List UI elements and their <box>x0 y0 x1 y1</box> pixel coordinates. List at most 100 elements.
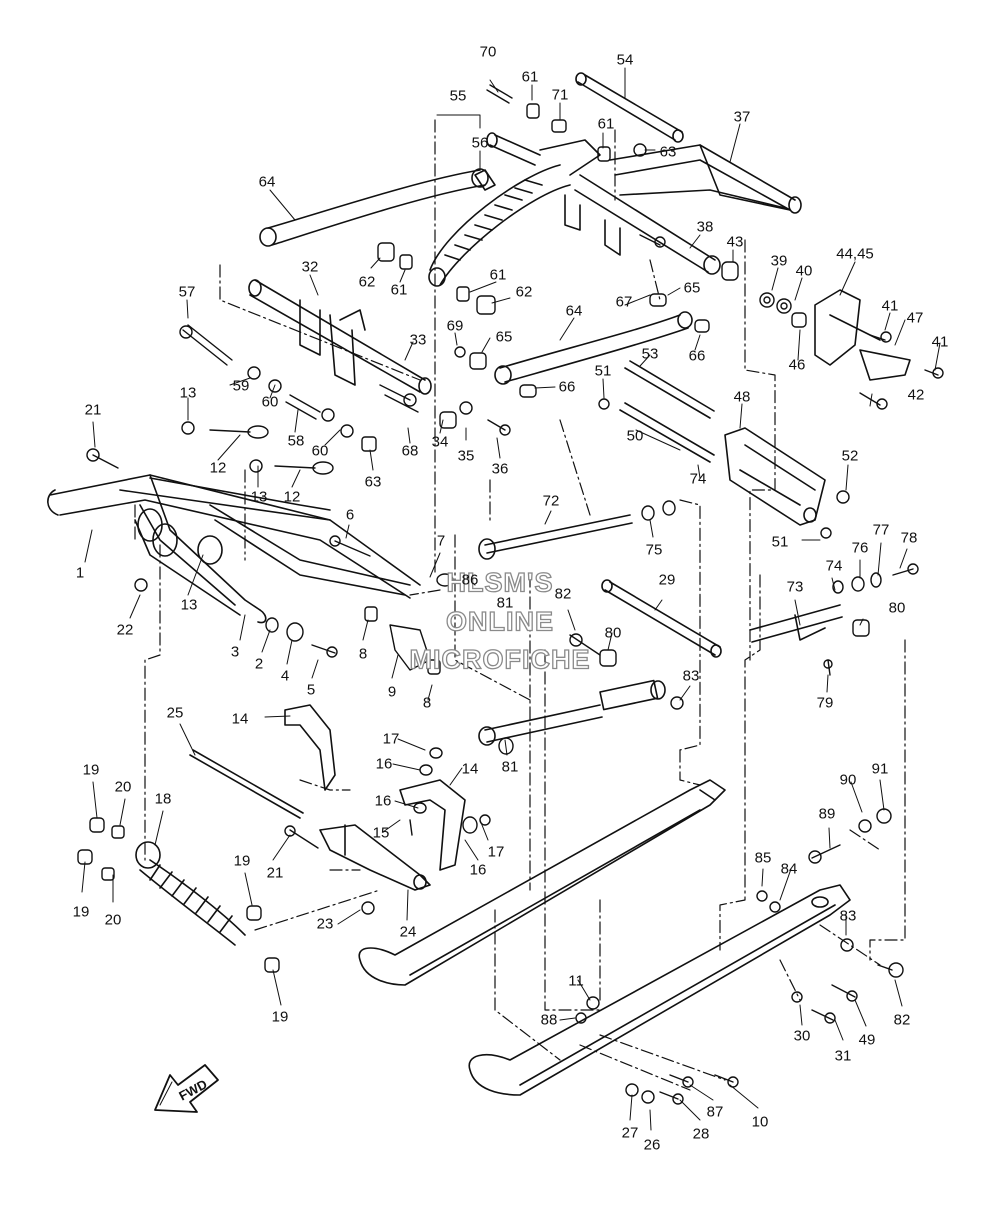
callout-74[interactable]: 74 <box>689 470 707 488</box>
callout-61[interactable]: 61 <box>390 281 408 299</box>
callout-38[interactable]: 38 <box>696 218 714 236</box>
callout-60[interactable]: 60 <box>311 442 329 460</box>
callout-59[interactable]: 59 <box>232 377 250 395</box>
callout-40[interactable]: 40 <box>795 262 813 280</box>
callout-19[interactable]: 19 <box>233 852 251 870</box>
callout-64[interactable]: 64 <box>565 302 583 320</box>
callout-19[interactable]: 19 <box>72 903 90 921</box>
callout-30[interactable]: 30 <box>793 1027 811 1045</box>
callout-20[interactable]: 20 <box>114 778 132 796</box>
callout-58[interactable]: 58 <box>287 432 305 450</box>
callout-27[interactable]: 27 <box>621 1124 639 1142</box>
callout-41[interactable]: 41 <box>931 333 949 351</box>
callout-80[interactable]: 80 <box>604 624 622 642</box>
callout-87[interactable]: 87 <box>706 1103 724 1121</box>
callout-4[interactable]: 4 <box>280 667 290 685</box>
callout-12[interactable]: 12 <box>283 488 301 506</box>
callout-28[interactable]: 28 <box>692 1125 710 1143</box>
callout-63[interactable]: 63 <box>364 473 382 491</box>
callout-37[interactable]: 37 <box>733 108 751 126</box>
callout-32[interactable]: 32 <box>301 258 319 276</box>
callout-20[interactable]: 20 <box>104 911 122 929</box>
callout-9[interactable]: 9 <box>387 683 397 701</box>
callout-51[interactable]: 51 <box>771 533 789 551</box>
callout-16[interactable]: 16 <box>469 861 487 879</box>
callout-77[interactable]: 77 <box>872 521 890 539</box>
callout-52[interactable]: 52 <box>841 447 859 465</box>
callout-43[interactable]: 43 <box>726 233 744 251</box>
callout-33[interactable]: 33 <box>409 331 427 349</box>
callout-44-45[interactable]: 44,45 <box>836 245 874 263</box>
callout-70[interactable]: 70 <box>479 43 497 61</box>
callout-72[interactable]: 72 <box>542 492 560 510</box>
callout-51[interactable]: 51 <box>594 362 612 380</box>
callout-61[interactable]: 61 <box>521 68 539 86</box>
callout-49[interactable]: 49 <box>858 1031 876 1049</box>
callout-91[interactable]: 91 <box>871 760 889 778</box>
callout-34[interactable]: 34 <box>431 433 449 451</box>
callout-7[interactable]: 7 <box>436 532 446 550</box>
callout-57[interactable]: 57 <box>178 283 196 301</box>
callout-73[interactable]: 73 <box>786 578 804 596</box>
callout-82[interactable]: 82 <box>893 1011 911 1029</box>
callout-54[interactable]: 54 <box>616 51 634 69</box>
callout-83[interactable]: 83 <box>682 667 700 685</box>
callout-65[interactable]: 65 <box>683 279 701 297</box>
callout-75[interactable]: 75 <box>645 541 663 559</box>
callout-5[interactable]: 5 <box>306 681 316 699</box>
callout-12[interactable]: 12 <box>209 459 227 477</box>
callout-16[interactable]: 16 <box>375 755 393 773</box>
callout-25[interactable]: 25 <box>166 704 184 722</box>
callout-84[interactable]: 84 <box>780 860 798 878</box>
callout-2[interactable]: 2 <box>254 655 264 673</box>
callout-86[interactable]: 86 <box>461 571 479 589</box>
callout-21[interactable]: 21 <box>84 401 102 419</box>
callout-36[interactable]: 36 <box>491 460 509 478</box>
callout-39[interactable]: 39 <box>770 252 788 270</box>
callout-62[interactable]: 62 <box>515 283 533 301</box>
callout-13[interactable]: 13 <box>250 488 268 506</box>
callout-62[interactable]: 62 <box>358 273 376 291</box>
callout-50[interactable]: 50 <box>626 427 644 445</box>
callout-19[interactable]: 19 <box>82 761 100 779</box>
callout-89[interactable]: 89 <box>818 805 836 823</box>
callout-6[interactable]: 6 <box>345 506 355 524</box>
callout-81[interactable]: 81 <box>496 594 514 612</box>
callout-1[interactable]: 1 <box>75 564 85 582</box>
callout-10[interactable]: 10 <box>751 1113 769 1131</box>
callout-80[interactable]: 80 <box>888 599 906 617</box>
callout-46[interactable]: 46 <box>788 356 806 374</box>
callout-18[interactable]: 18 <box>154 790 172 808</box>
callout-15[interactable]: 15 <box>372 824 390 842</box>
callout-63[interactable]: 63 <box>659 143 677 161</box>
callout-68[interactable]: 68 <box>401 442 419 460</box>
callout-31[interactable]: 31 <box>834 1047 852 1065</box>
callout-42[interactable]: 42 <box>907 386 925 404</box>
callout-61[interactable]: 61 <box>489 266 507 284</box>
callout-13[interactable]: 13 <box>179 384 197 402</box>
callout-88[interactable]: 88 <box>540 1011 558 1029</box>
callout-8[interactable]: 8 <box>358 645 368 663</box>
callout-22[interactable]: 22 <box>116 621 134 639</box>
callout-35[interactable]: 35 <box>457 447 475 465</box>
callout-3[interactable]: 3 <box>230 643 240 661</box>
callout-82[interactable]: 82 <box>554 585 572 603</box>
callout-48[interactable]: 48 <box>733 388 751 406</box>
callout-74[interactable]: 74 <box>825 557 843 575</box>
callout-24[interactable]: 24 <box>399 923 417 941</box>
callout-66[interactable]: 66 <box>558 378 576 396</box>
callout-11[interactable]: 11 <box>568 972 584 990</box>
callout-71[interactable]: 71 <box>551 86 569 104</box>
callout-13[interactable]: 13 <box>180 596 198 614</box>
callout-19[interactable]: 19 <box>271 1008 289 1026</box>
callout-56[interactable]: 56 <box>471 134 489 152</box>
callout-64[interactable]: 64 <box>258 173 276 191</box>
callout-26[interactable]: 26 <box>643 1136 661 1154</box>
callout-17[interactable]: 17 <box>487 843 505 861</box>
callout-90[interactable]: 90 <box>839 771 857 789</box>
callout-67[interactable]: 67 <box>615 293 633 311</box>
callout-66[interactable]: 66 <box>688 347 706 365</box>
callout-14[interactable]: 14 <box>231 710 249 728</box>
callout-8[interactable]: 8 <box>422 694 432 712</box>
callout-29[interactable]: 29 <box>658 571 676 589</box>
